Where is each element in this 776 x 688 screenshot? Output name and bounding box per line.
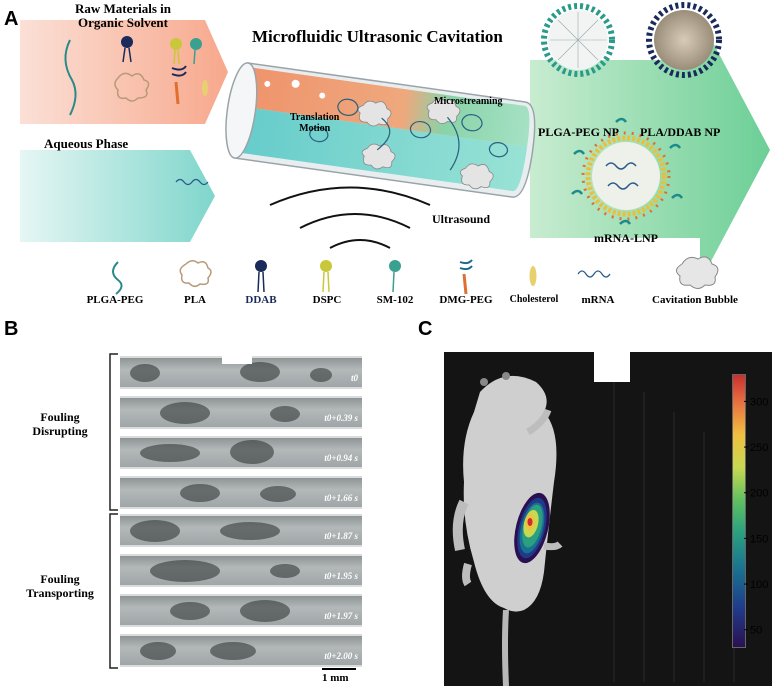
- frame-2: t0+0.94 s: [120, 436, 362, 469]
- plga-peg-np-label: PLGA-PEG NP: [538, 125, 619, 139]
- ddab-icon: [255, 260, 267, 293]
- frame-7: t0+2.00 s: [120, 634, 362, 667]
- frame-4-label: t0+1.87 s: [324, 531, 358, 541]
- microfluidic-tube: [225, 62, 536, 198]
- frame-6-label: t0+1.97 s: [324, 611, 358, 621]
- colorbar-tick-label-300: 300: [750, 396, 768, 408]
- legend-label-pla: PLA: [184, 294, 206, 306]
- translation-motion-label: Translation Motion: [290, 112, 339, 134]
- frame-3: t0+1.66 s: [120, 476, 362, 509]
- frame-1: t0+0.39 s: [120, 396, 362, 429]
- frame-6: t0+1.97 s: [120, 594, 362, 627]
- panel-a-title: Microfluidic Ultrasonic Cavitation: [252, 27, 503, 46]
- frame-3-label: t0+1.66 s: [324, 493, 358, 503]
- pla-ddab-np-icon: [646, 2, 722, 78]
- plga-peg-np-icon: [541, 3, 615, 77]
- translation-line1: Translation: [290, 112, 340, 123]
- legend-label-cholesterol: Cholesterol: [509, 294, 559, 305]
- frame-0-label: t0: [350, 373, 358, 383]
- microstreaming-label: Microstreaming: [434, 96, 503, 107]
- aqueous-phase-label: Aqueous Phase: [44, 136, 129, 151]
- imaging-frame: [444, 352, 772, 686]
- legend-label-dspc: DSPC: [312, 294, 342, 306]
- colorbar-tick-label-250: 250: [750, 442, 768, 454]
- fouling-disrupting-line2: Disrupting: [32, 424, 88, 438]
- legend-icons: [112, 256, 719, 295]
- legend-label-cavitation-bubble: Cavitation Bubble: [652, 294, 738, 306]
- aqueous-phase-arrow: [20, 150, 215, 242]
- legend-label-sm102: SM-102: [376, 294, 414, 306]
- colorbar-ticks: 50 100 150 200 250 300: [744, 396, 768, 637]
- fouling-transporting-label: Fouling Transporting: [18, 572, 102, 600]
- ultrasound-waves: [269, 186, 431, 249]
- dmg-peg-icon: [459, 259, 473, 295]
- fouling-transporting-line2: Transporting: [26, 586, 94, 600]
- frame-4: t0+1.87 s: [120, 514, 362, 547]
- legend-label-mrna: mRNA: [581, 294, 615, 306]
- pla-ddab-np-label: PLA/DDAB NP: [640, 125, 721, 139]
- output-arrow: [530, 18, 770, 282]
- scale-bar: [322, 668, 356, 670]
- scale-bar-label: 1 mm: [322, 672, 349, 684]
- mouse-image: [452, 352, 735, 686]
- bioluminescence-signal: [514, 492, 550, 564]
- colorbar: [732, 374, 746, 648]
- frame-7-label: t0+2.00 s: [324, 651, 358, 661]
- pla-icon: [179, 260, 212, 287]
- translation-line2: Motion: [299, 123, 331, 134]
- sm102-icon: [389, 260, 401, 293]
- fouling-disrupting-line1: Fouling: [40, 410, 80, 424]
- panel-letter-c: C: [418, 318, 433, 340]
- legend-label-ddab: DDAB: [245, 294, 277, 306]
- legend-label-dmg-peg: DMG-PEG: [439, 294, 493, 306]
- colorbar-tick-label-150: 150: [750, 533, 768, 545]
- colorbar-tick-label-50: 50: [750, 625, 762, 637]
- frame-5: t0+1.95 s: [120, 554, 362, 587]
- frame-2-label: t0+0.94 s: [324, 453, 358, 463]
- colorbar-tick-label-200: 200: [750, 488, 768, 500]
- cholesterol-icon: [529, 266, 537, 286]
- fouling-transporting-line1: Fouling: [40, 572, 80, 586]
- panel-a-graphic: [20, 2, 770, 295]
- frame-5-label: t0+1.95 s: [324, 571, 358, 581]
- plga-peg-icon: [112, 261, 123, 295]
- cavitation-bubble-icon: [676, 256, 719, 289]
- raw-materials-line1: Raw Materials in: [74, 1, 172, 16]
- mrna-lnp-label: mRNA-LNP: [594, 231, 658, 245]
- raw-materials-label: Raw Materials in Organic Solvent: [48, 2, 198, 30]
- frame-1-label: t0+0.39 s: [324, 413, 358, 423]
- legend-label-plga-peg: PLGA-PEG: [86, 294, 144, 306]
- mrna-lnp-icon: [571, 117, 684, 225]
- ultrasound-label: Ultrasound: [432, 212, 491, 226]
- raw-materials-line2: Organic Solvent: [78, 15, 168, 30]
- dspc-icon: [320, 260, 332, 293]
- organic-solvent-arrow: [20, 20, 228, 124]
- white-notch: [222, 352, 252, 364]
- group-braces: [109, 353, 118, 669]
- fouling-disrupting-label: Fouling Disrupting: [18, 410, 102, 438]
- colorbar-tick-label-100: 100: [750, 579, 768, 591]
- panel-letter-a: A: [4, 8, 19, 30]
- panel-letter-b: B: [4, 318, 19, 340]
- mrna-icon: [577, 270, 611, 278]
